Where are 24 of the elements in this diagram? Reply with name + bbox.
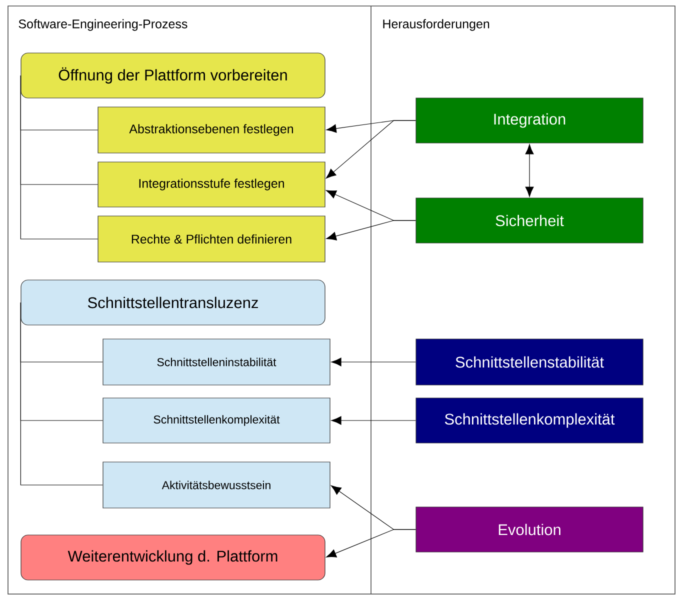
substep-box: Schnittstelleninstabilität: [102, 338, 330, 386]
arrow: [525, 144, 534, 197]
step-box: Schnittstellentransluzenz: [20, 280, 326, 326]
arrow: [331, 416, 416, 425]
tree-line: [20, 75, 98, 240]
challenge-box: Schnittstellenstabilität: [416, 338, 644, 386]
substep-box: Aktivitätsbewusstsein: [102, 462, 330, 508]
column-heading: Software-Engineering-Prozess: [18, 19, 188, 31]
arrow: [331, 358, 416, 366]
substep-box: Abstraktionsebenen festlegen: [98, 106, 326, 154]
challenge-box: Schnittstellenkomplexität: [416, 398, 644, 444]
arrow: [326, 220, 416, 240]
tree-line: [20, 302, 103, 486]
challenge-box: Sicherheit: [416, 198, 644, 244]
challenge-box: Evolution: [416, 506, 644, 552]
substep-box: Schnittstellenkomplexität: [102, 398, 330, 444]
arrow: [326, 529, 416, 558]
arrow: [326, 120, 416, 179]
substep-box: Rechte & Pflichten definieren: [98, 216, 326, 262]
step-box: Öffnung der Plattform vorbereiten: [20, 52, 326, 98]
column-heading: Herausforderungen: [383, 19, 490, 31]
challenge-box: Integration: [416, 98, 644, 144]
step-box: Weiterentwicklung d. Plattform: [20, 534, 326, 580]
substep-box: Integrationsstufe festlegen: [98, 162, 326, 208]
